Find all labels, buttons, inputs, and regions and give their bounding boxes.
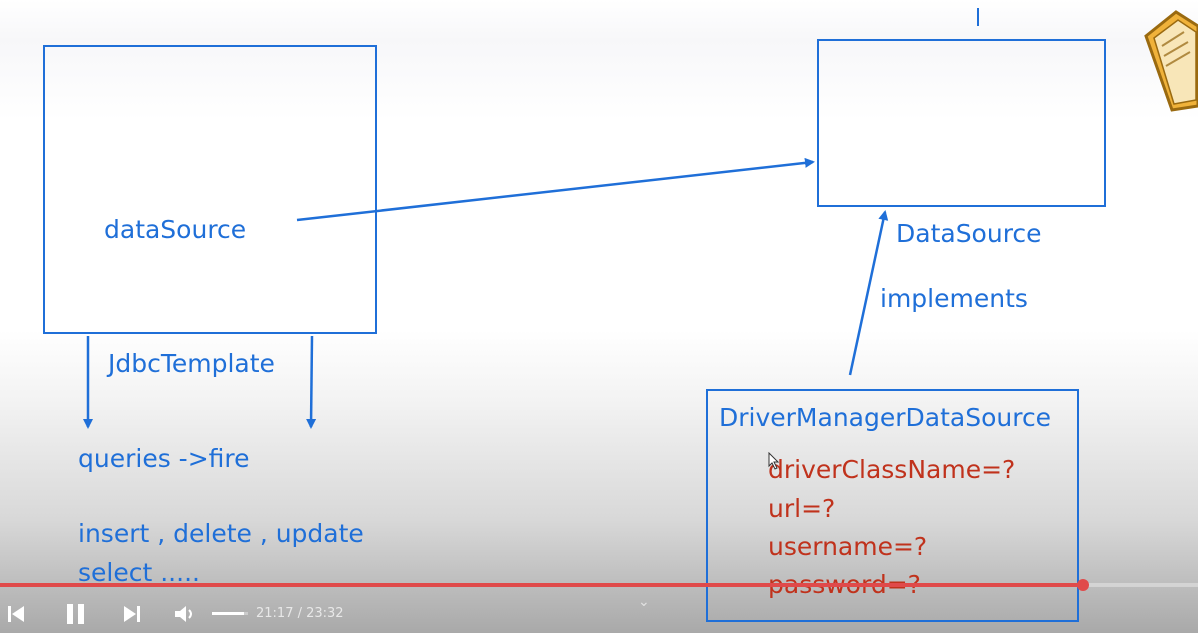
mouse-pointer-icon — [768, 452, 780, 470]
progress-handle[interactable] — [1076, 579, 1089, 591]
jdbc-template-box — [43, 45, 377, 334]
datasource-interface-box — [817, 39, 1106, 207]
operations-line-1: insert , delete , update — [78, 519, 364, 548]
operations-line-2: select ..... — [78, 558, 200, 587]
arrow-datasource-to-interface — [296, 157, 815, 222]
time-display: 21:17 / 23:32 — [256, 606, 344, 621]
next-icon[interactable] — [122, 604, 142, 624]
previous-icon[interactable] — [6, 604, 26, 624]
volume-icon[interactable] — [173, 604, 197, 624]
datasource-interface-label: DataSource — [896, 219, 1042, 248]
driver-manager-datasource-box — [706, 389, 1079, 622]
implements-label: implements — [880, 284, 1028, 313]
scroll-icon — [1144, 10, 1198, 112]
prop-url: url=? — [768, 494, 836, 523]
volume-level — [212, 612, 245, 615]
datasource-property-label: dataSource — [104, 215, 247, 244]
text-cursor-mark — [977, 8, 979, 26]
chevron-down-icon[interactable]: ⌄ — [638, 594, 650, 610]
pause-icon[interactable] — [64, 602, 88, 626]
player-controls: 21:17 / 23:32 ⌄ — [0, 590, 1198, 633]
queries-label: queries ->fire — [78, 444, 250, 473]
prop-driver-class-name: driverClassName=? — [768, 455, 1016, 484]
prop-username: username=? — [768, 532, 928, 561]
driver-manager-datasource-title: DriverManagerDataSource — [719, 403, 1052, 432]
progress-fill — [0, 583, 1083, 587]
arrow-implements — [848, 210, 889, 376]
arrow-template-down-right — [306, 335, 317, 429]
jdbc-template-label: JdbcTemplate — [108, 349, 275, 378]
volume-slider[interactable] — [212, 612, 248, 615]
